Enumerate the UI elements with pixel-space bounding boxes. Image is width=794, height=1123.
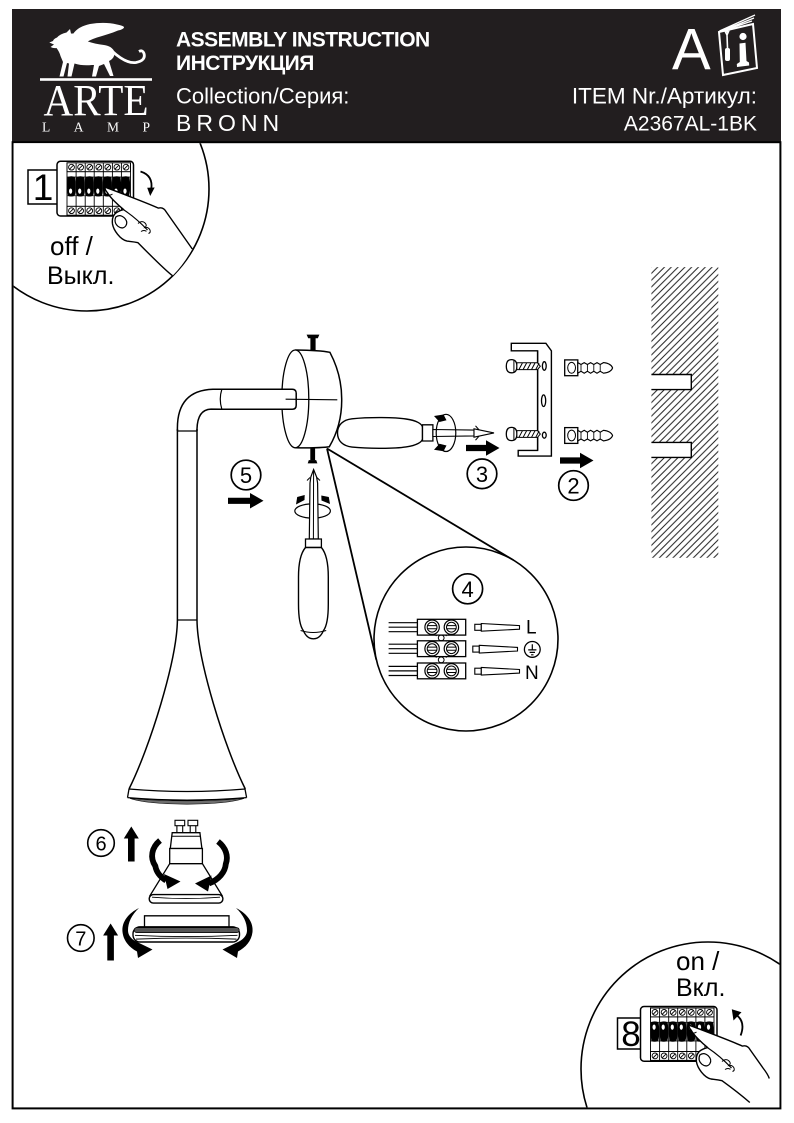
svg-text:off /: off / — [50, 231, 94, 261]
svg-text:8: 8 — [621, 1015, 640, 1054]
svg-text:2: 2 — [567, 474, 579, 499]
svg-text:ASSEMBLY INSTRUCTION: ASSEMBLY INSTRUCTION — [176, 29, 430, 52]
svg-text:Collection/Серия:: Collection/Серия: — [176, 84, 349, 109]
svg-text:Вкл.: Вкл. — [676, 974, 725, 1002]
svg-text:L: L — [526, 618, 537, 639]
svg-text:ИНСТРУКЦИЯ: ИНСТРУКЦИЯ — [176, 52, 314, 75]
svg-text:BRONN: BRONN — [176, 110, 284, 136]
svg-text:1: 1 — [33, 167, 54, 208]
svg-text:A2367AL-1BK: A2367AL-1BK — [624, 113, 757, 136]
svg-text:Выкл.: Выкл. — [47, 262, 114, 290]
svg-text:4: 4 — [461, 577, 473, 602]
svg-text:N: N — [525, 663, 539, 684]
svg-text:ITEM Nr./Артикул:: ITEM Nr./Артикул: — [572, 84, 757, 109]
svg-text:6: 6 — [95, 834, 106, 856]
svg-text:5: 5 — [240, 463, 252, 488]
svg-text:A: A — [672, 18, 711, 83]
svg-text:on /: on / — [676, 946, 720, 976]
svg-text:7: 7 — [75, 929, 86, 951]
svg-text:ARTE: ARTE — [44, 76, 149, 125]
svg-text:3: 3 — [476, 462, 488, 487]
